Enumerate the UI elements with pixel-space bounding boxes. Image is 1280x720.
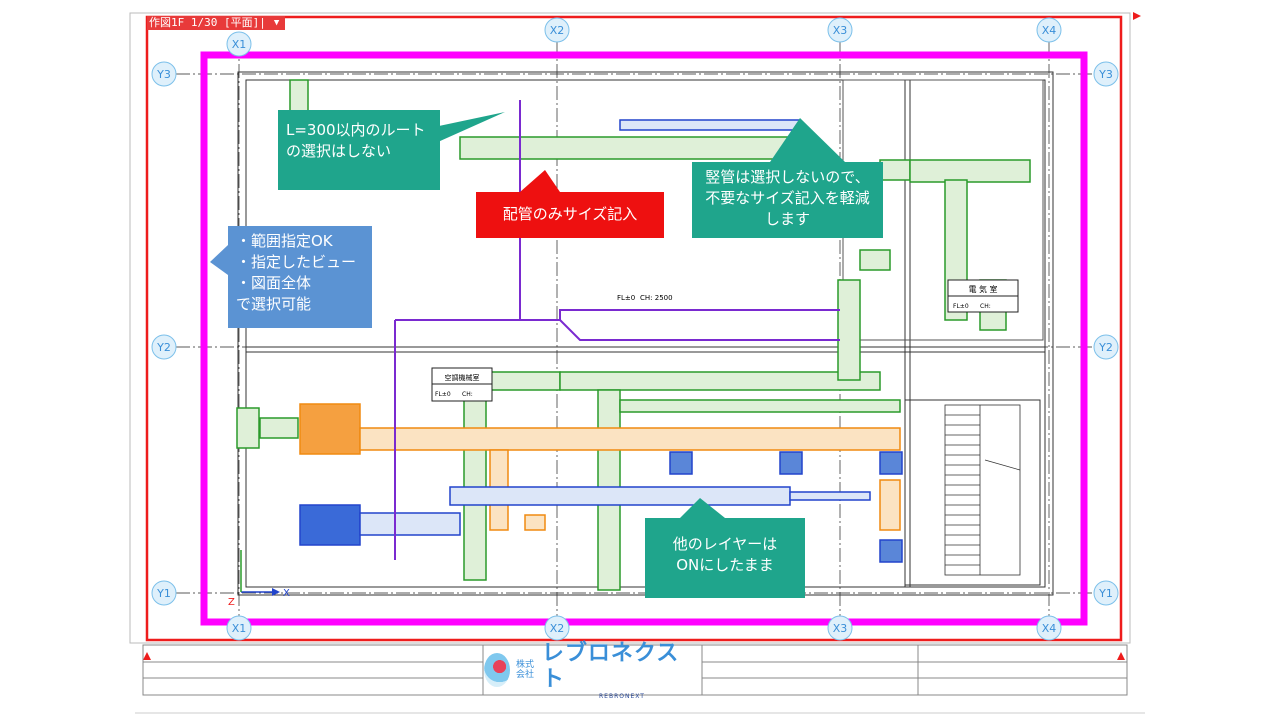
room-ch: CH: 2500 [640, 294, 673, 302]
svg-text:Y1: Y1 [1098, 587, 1113, 600]
grid-bubble-y2-right: Y2 [1093, 334, 1119, 360]
blue-pipes [299, 119, 903, 563]
corner-marker [1133, 12, 1141, 20]
callout-line: ・図面全体 [236, 274, 312, 292]
room-fl: FL±0 [435, 391, 451, 398]
room-name: 空調機械室 [445, 373, 480, 382]
sheet-border [129, 12, 1131, 644]
room-fl: FL±0 [953, 303, 969, 310]
room-label-electrical: 電 気 室 FL±0 CH: [947, 279, 1019, 313]
company-name-en: REBRONEXT [599, 692, 645, 700]
grid-bubble-y3-left: Y3 [151, 61, 177, 87]
axis-x-label: X [283, 588, 290, 599]
callout-pointer [420, 112, 505, 150]
svg-text:X3: X3 [833, 622, 848, 635]
svg-text:Y1: Y1 [156, 587, 171, 600]
svg-text:X3: X3 [833, 24, 848, 37]
room-label-center: FL±0 CH: 2500 [617, 294, 673, 302]
room-fl: FL±0 [617, 294, 635, 302]
company-name: レブロネクスト [541, 640, 680, 692]
axis-z-label: Z [228, 597, 235, 608]
callout-layers: 他のレイヤーはONにしたまま [645, 518, 805, 598]
grid-bubble-y1-left: Y1 [151, 580, 177, 606]
callout-range: ・範囲指定OK ・指定したビュー ・図面全体 で選択可能 [228, 226, 372, 328]
logo-mark-icon [484, 653, 510, 687]
corner-marker [143, 652, 151, 660]
grid-bubble-y2-left: Y2 [151, 334, 177, 360]
callout-pointer [210, 245, 228, 275]
svg-text:Y3: Y3 [1098, 68, 1113, 81]
grid-bubble-x1-bottom: X1 [226, 615, 252, 641]
svg-text:X1: X1 [232, 622, 247, 635]
callout-pipe-only: 配管のみサイズ記入 [476, 192, 664, 238]
callout-pointer [770, 118, 845, 162]
svg-text:Y2: Y2 [156, 341, 171, 354]
corner-marker [1117, 652, 1125, 660]
view-selector[interactable]: 作図1F 1/30 [平面]| ▼ [147, 16, 286, 30]
svg-text:X4: X4 [1042, 24, 1057, 37]
room-ch: CH: [462, 391, 473, 398]
svg-text:X2: X2 [550, 24, 565, 37]
room-label-ac-machine: 空調機械室 FL±0 CH: [431, 367, 493, 402]
callout-text: 配管のみサイズ記入 [502, 205, 638, 223]
svg-text:Y3: Y3 [156, 68, 171, 81]
callout-route: L=300以内のルートの選択はしない [278, 110, 440, 190]
callout-riser: 竪管は選択しないので、不要なサイズ記入を軽減します [692, 162, 883, 238]
svg-text:X1: X1 [232, 38, 247, 51]
callout-text: 竪管は選択しないので、不要なサイズ記入を軽減します [705, 168, 870, 228]
title-block [135, 644, 1145, 714]
grid-bubble-x4-top: X4 [1036, 17, 1062, 43]
company-prefix: 株式会社 [515, 660, 534, 680]
callout-pointer [520, 170, 560, 192]
view-name: 作図1F 1/30 [平面]| [149, 16, 266, 29]
grid-bubble-x4-bottom: X4 [1036, 615, 1062, 641]
grid-bubble-y3-right: Y3 [1093, 61, 1119, 87]
callout-text: L=300以内のルートの選択はしない [286, 121, 426, 160]
purple-pipes [394, 100, 840, 560]
callout-text: 他のレイヤーはONにしたまま [672, 535, 778, 574]
grid-bubble-x2-bottom: X2 [544, 615, 570, 641]
company-name-group: レブロネクスト REBRONEXT [542, 641, 702, 700]
room-name: 電 気 室 [968, 284, 997, 294]
grid-bubble-x3-bottom: X3 [827, 615, 853, 641]
callout-line: ・範囲指定OK [236, 232, 333, 250]
callout-line: で選択可能 [236, 295, 312, 313]
room-ch: CH: [980, 303, 991, 310]
svg-text:Y2: Y2 [1098, 341, 1113, 354]
selection-rectangle[interactable] [200, 51, 1088, 626]
grid-bubble-x2-top: X2 [544, 17, 570, 43]
chevron-down-icon[interactable]: ▼ [273, 18, 280, 28]
callout-line: ・指定したビュー [236, 253, 357, 271]
view-frame[interactable] [145, 15, 1123, 642]
grid-bubble-x1-top: X1 [226, 31, 252, 57]
company-logo: 株式会社 レブロネクスト REBRONEXT [484, 641, 702, 700]
grid-bubble-y1-right: Y1 [1093, 580, 1119, 606]
svg-text:X4: X4 [1042, 622, 1057, 635]
axis-indicator: X Z [228, 550, 290, 608]
svg-text:X2: X2 [550, 622, 565, 635]
grid-bubble-x3-top: X3 [827, 17, 853, 43]
callout-pointer [680, 498, 725, 518]
stairs [944, 404, 1021, 576]
